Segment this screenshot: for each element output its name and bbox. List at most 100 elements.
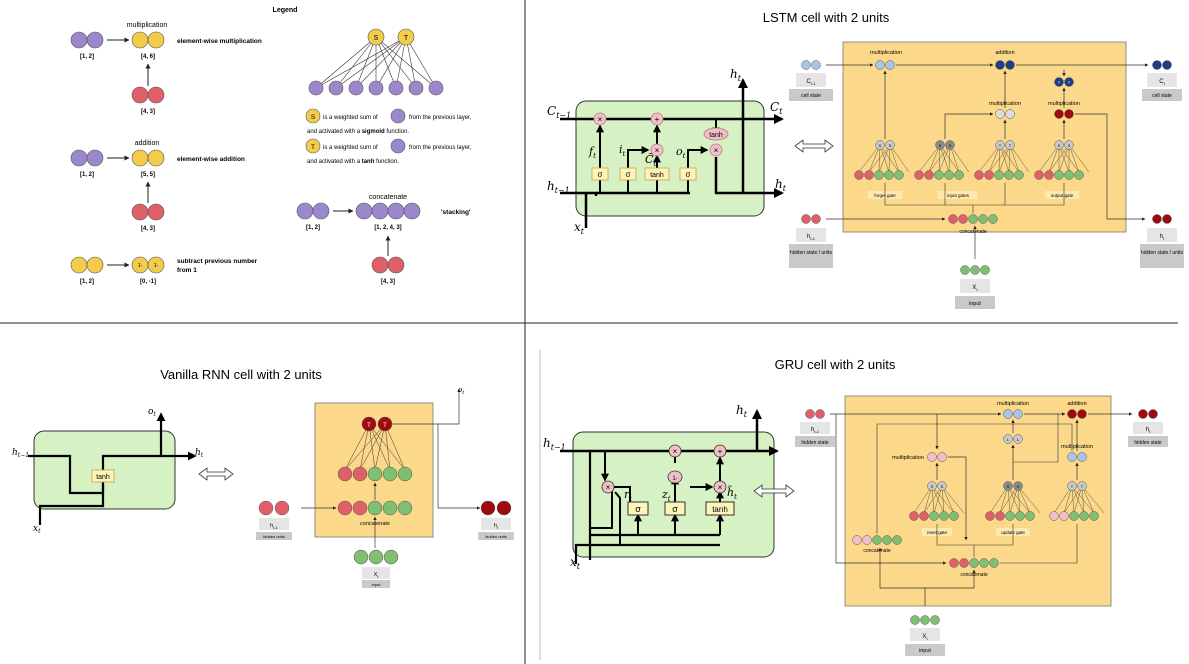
svg-text:from the previous layer,: from the previous layer, xyxy=(409,145,472,151)
svg-text:S: S xyxy=(939,143,942,148)
rnn-hidden-output: ht hidden units xyxy=(478,500,514,540)
svg-text:input gates: input gates xyxy=(947,193,970,198)
svg-text:from 1: from 1 xyxy=(177,267,197,274)
svg-text:and activated with a tanh func: and activated with a tanh function. xyxy=(307,159,399,165)
svg-text:σ: σ xyxy=(598,170,603,179)
svg-text:[1, 2]: [1, 2] xyxy=(306,225,320,231)
svg-text:addition: addition xyxy=(1067,401,1086,407)
svg-text:hidden units: hidden units xyxy=(485,534,507,539)
svg-text:T: T xyxy=(404,35,409,42)
svg-text:T: T xyxy=(1058,80,1061,85)
svg-text:h̃t: h̃t xyxy=(727,486,737,501)
svg-text:T: T xyxy=(383,423,387,429)
svg-text:element-wise multiplication: element-wise multiplication xyxy=(177,38,262,45)
rnn-detail-panel: T T concatenate ot xyxy=(301,386,481,548)
svg-text:ot: ot xyxy=(148,407,156,418)
svg-text:ht: ht xyxy=(195,448,204,459)
svg-text:S: S xyxy=(1058,143,1061,148)
svg-text:Ct-1: Ct-1 xyxy=(806,79,816,86)
svg-text:S: S xyxy=(941,484,944,489)
svg-text:ht-1: ht-1 xyxy=(807,234,816,241)
rnn-schematic: tanh ht−1 ht ot xt xyxy=(12,407,204,535)
svg-text:from the previous layer,: from the previous layer, xyxy=(409,115,472,121)
gru-equivalence-arrow xyxy=(753,484,795,498)
svg-text:S: S xyxy=(1017,484,1020,489)
svg-text:ht−1: ht−1 xyxy=(12,448,29,459)
svg-text:rt: rt xyxy=(624,488,632,503)
svg-text:σ: σ xyxy=(672,504,678,514)
svg-text:T: T xyxy=(367,423,371,429)
svg-text:σ: σ xyxy=(686,170,691,179)
lstm-input: Xt input xyxy=(955,265,995,309)
svg-text:×: × xyxy=(606,483,611,492)
svg-text:ht-1: ht-1 xyxy=(811,427,820,434)
svg-text:1-: 1- xyxy=(154,263,159,269)
svg-text:σ: σ xyxy=(635,504,641,514)
gru-section: GRU cell with 2 units σ σ xyxy=(543,357,1168,656)
svg-text:×: × xyxy=(718,483,723,492)
rnn-title: Vanilla RNN cell with 2 units xyxy=(160,367,322,382)
svg-text:σ: σ xyxy=(626,170,631,179)
lstm-schematic: σ σ tanh σ × + × × tanh Ct−1 Ct ht−1 ht … xyxy=(547,67,787,236)
svg-text:and activated with a sigmoid f: and activated with a sigmoid function. xyxy=(307,129,409,135)
legend-title: Legend xyxy=(273,7,298,14)
svg-text:Xt: Xt xyxy=(374,572,380,579)
svg-text:multiplication: multiplication xyxy=(997,401,1029,407)
svg-text:S: S xyxy=(949,143,952,148)
svg-text:ht: ht xyxy=(1146,427,1151,434)
legend-addition-example: [1, 2] addition [5, 5] [4, 3] element-wi… xyxy=(70,140,245,232)
lstm-hidden-state-input: ht-1 hidden state / units xyxy=(789,214,833,268)
svg-text:'stacking': 'stacking' xyxy=(441,209,471,216)
legend-multiplication-example: [1, 2] multiplication [4, 6] [4, 3] elem… xyxy=(70,22,262,115)
svg-text:ht-1: ht-1 xyxy=(270,523,279,530)
svg-text:hidden state / units: hidden state / units xyxy=(790,250,832,256)
svg-text:it: it xyxy=(619,143,626,158)
svg-text:Xt: Xt xyxy=(922,634,928,641)
svg-text:[4, 3]: [4, 3] xyxy=(141,109,155,115)
svg-text:C̃t: C̃t xyxy=(645,153,656,168)
lstm-cell-state-output: Ct cell state xyxy=(1142,60,1182,101)
svg-text:[4, 3]: [4, 3] xyxy=(381,279,395,285)
gru-hidden-output: ht hidden state xyxy=(1128,409,1168,447)
svg-text:S: S xyxy=(1007,484,1010,489)
svg-text:multiplication: multiplication xyxy=(870,50,902,56)
svg-text:concatenate: concatenate xyxy=(959,229,986,235)
svg-text:×: × xyxy=(655,146,660,155)
svg-text:S: S xyxy=(1068,143,1071,148)
svg-text:addition: addition xyxy=(995,50,1014,56)
svg-text:ot: ot xyxy=(458,386,465,396)
svg-text:tanh: tanh xyxy=(712,505,728,514)
svg-text:cell state: cell state xyxy=(1152,93,1172,99)
svg-text:[1, 2]: [1, 2] xyxy=(80,54,94,60)
svg-text:ht−1: ht−1 xyxy=(543,436,566,452)
svg-text:1-: 1- xyxy=(138,263,143,269)
svg-text:1-: 1- xyxy=(1016,438,1020,442)
svg-text:multiplication: multiplication xyxy=(892,455,924,461)
svg-text:S: S xyxy=(311,114,316,121)
svg-text:T: T xyxy=(1068,80,1071,85)
svg-text:Ct: Ct xyxy=(770,100,783,116)
svg-text:S: S xyxy=(374,35,379,42)
lstm-hidden-state-output: ht hidden state / units xyxy=(1140,214,1184,268)
svg-text:Ct: Ct xyxy=(1159,79,1165,86)
svg-text:[4, 3]: [4, 3] xyxy=(141,226,155,232)
lstm-section: LSTM cell with 2 units σ σ xyxy=(547,10,1184,309)
svg-text:xt: xt xyxy=(570,555,581,571)
svg-text:tanh: tanh xyxy=(650,172,664,179)
svg-text:zt: zt xyxy=(661,488,671,503)
svg-text:S: S xyxy=(879,143,882,148)
legend-panel: Legend [1, 2] multiplication [4, 6] [4, … xyxy=(70,7,472,285)
gru-detail-panel: multiplication addition 1- 1- multiplica… xyxy=(830,395,1133,607)
gru-title: GRU cell with 2 units xyxy=(775,357,896,372)
lstm-equivalence-arrow xyxy=(794,139,834,153)
svg-text:ht: ht xyxy=(775,177,787,193)
svg-text:hidden state: hidden state xyxy=(1134,440,1161,446)
svg-text:ht: ht xyxy=(494,523,499,530)
svg-text:tanh: tanh xyxy=(96,474,110,481)
gru-input: Xt input xyxy=(905,615,945,656)
svg-text:[1, 2, 4, 3]: [1, 2, 4, 3] xyxy=(374,225,401,231)
svg-text:T: T xyxy=(1009,143,1012,148)
svg-text:Ct−1: Ct−1 xyxy=(547,104,571,120)
svg-text:element-wise addition: element-wise addition xyxy=(177,156,245,163)
svg-text:Xt: Xt xyxy=(972,285,978,292)
